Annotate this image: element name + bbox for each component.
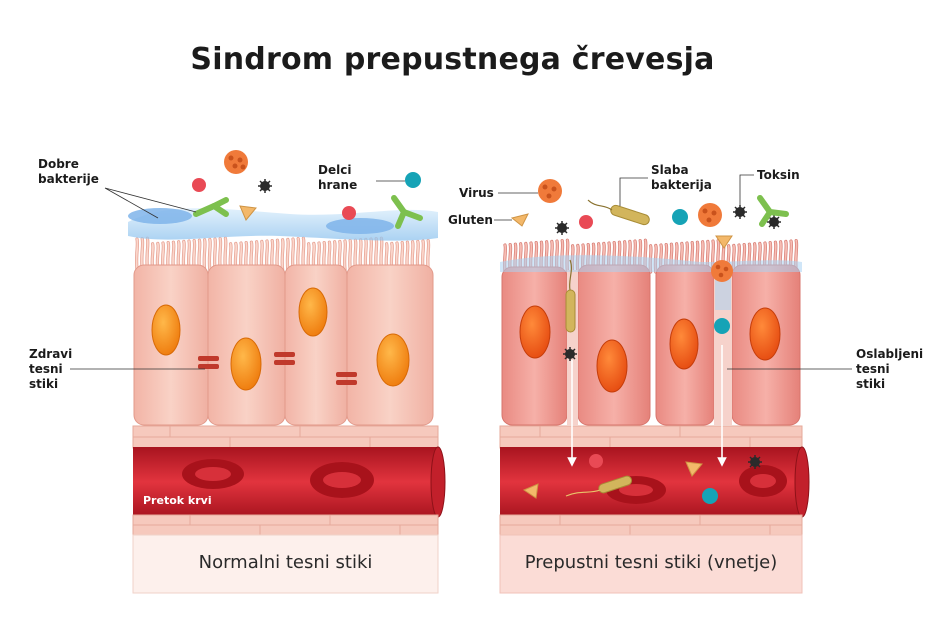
tight-junction [198, 356, 219, 369]
epithelial-cell [655, 264, 715, 426]
gluten-particle [522, 483, 539, 499]
gluten-particle [685, 461, 703, 477]
virus-particle [711, 260, 733, 282]
healthy-panel [70, 150, 446, 594]
label-good-bacteria: Dobre bakterije [38, 157, 99, 186]
epithelial-cell [284, 264, 348, 426]
microvillus [426, 239, 430, 271]
bad-bacteria [565, 475, 633, 497]
food-particle [342, 206, 356, 220]
leader-line [739, 174, 754, 205]
microvillus [348, 239, 352, 271]
leaky-gap [567, 270, 578, 425]
microvillus [281, 238, 284, 271]
caption-box-left [132, 534, 439, 594]
microvillus [203, 238, 206, 271]
caption-normal: Normalni tesni stiki [198, 552, 373, 573]
gluten-particle [239, 205, 257, 221]
epithelial-cell [133, 264, 209, 426]
epithelial-cell [207, 264, 286, 426]
toxin-particle [258, 179, 272, 193]
epithelial-cell [346, 264, 434, 426]
label-blood-flow: Pretok krvi [143, 494, 212, 507]
virus-particle [698, 203, 722, 227]
caption-box-right [499, 534, 803, 594]
red-blood-cell [182, 459, 244, 489]
microvillus [343, 240, 347, 271]
caption-leaky: Prepustni tesni stiki (vnetje) [524, 552, 778, 573]
bad-bacteria [587, 199, 650, 226]
red-blood-cell [310, 462, 374, 498]
blood-vessel-left [133, 447, 438, 517]
leader-line [619, 177, 648, 206]
microvillus [208, 238, 212, 271]
good-bacteria [757, 195, 789, 227]
good-bacteria [391, 195, 423, 229]
virus-particle [224, 150, 248, 174]
gluten-particle [715, 235, 733, 249]
label-toxin: Toksin [757, 168, 800, 182]
food-particle [405, 172, 421, 188]
toxin-particle [733, 205, 747, 219]
microvillus [286, 238, 290, 271]
epithelial-cell [501, 266, 568, 426]
label-food-particles: Delci hrane [318, 163, 358, 192]
food-particle [672, 209, 688, 225]
epithelial-cell [731, 264, 801, 426]
tight-junction [274, 352, 295, 365]
food-particle [579, 215, 593, 229]
leaky-panel [494, 174, 852, 594]
red-blood-cell [739, 465, 787, 497]
food-particle [192, 178, 206, 192]
good-bacteria [193, 197, 229, 217]
toxin-particle [555, 221, 569, 235]
epithelial-cell [577, 264, 651, 426]
virus-particle [538, 179, 562, 203]
food-particle [714, 318, 730, 334]
label-virus: Virus [459, 186, 494, 200]
bad-bacteria [565, 259, 576, 333]
toxin-particle [748, 455, 762, 469]
food-particle [702, 488, 718, 504]
good-bacteria [326, 218, 394, 234]
page-title: Sindrom prepustnega črevesja [190, 42, 715, 77]
label-weakened-junctions: Oslabljeni tesni stiki [856, 347, 924, 391]
leader-line [104, 187, 197, 219]
label-gluten: Gluten [448, 213, 493, 227]
good-bacteria [128, 208, 192, 224]
toxin-particle [767, 215, 781, 229]
tight-junction [336, 372, 357, 385]
food-particle [589, 454, 603, 468]
gluten-particle [510, 213, 529, 227]
toxin-particle [563, 347, 577, 361]
label-bad-bacteria: Slaba bakterija [651, 163, 712, 192]
label-healthy-junctions: Zdravi tesni stiki [29, 347, 73, 391]
microvillus [135, 238, 139, 271]
